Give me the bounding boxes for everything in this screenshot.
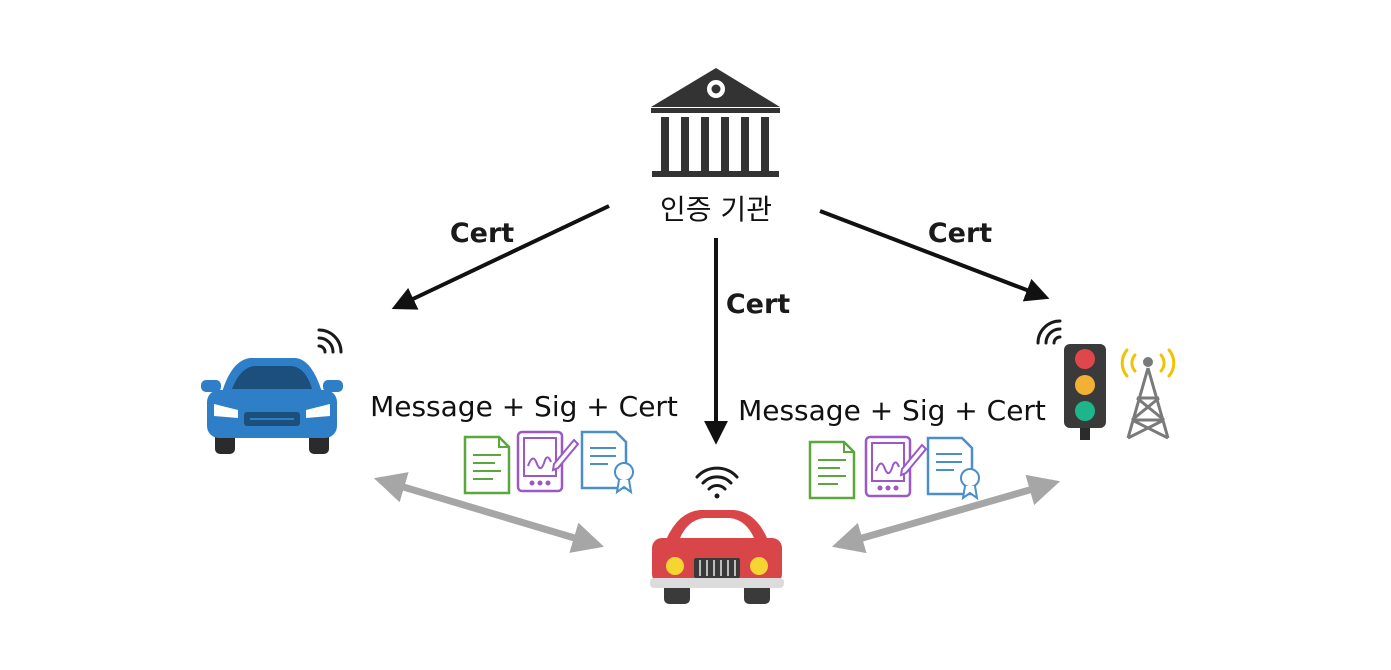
v2i-exchange-arrow	[831, 474, 1061, 554]
bank-building-icon	[651, 68, 780, 177]
v2v-exchange-arrow	[373, 472, 605, 553]
signature-tablet-icon	[864, 435, 928, 498]
traffic-light-icon	[1064, 344, 1106, 440]
message-label-right: Message + Sig + Cert	[738, 394, 1046, 427]
cert-arrow-right	[819, 209, 1050, 302]
blue-car-icon	[201, 358, 343, 454]
cert-label-left: Cert	[450, 218, 514, 249]
cert-label-right: Cert	[928, 218, 992, 249]
message-label-left: Message + Sig + Cert	[370, 390, 678, 423]
wifi-signal-icon	[695, 466, 739, 499]
signature-tablet-icon	[516, 430, 580, 493]
message-document-icon	[463, 435, 511, 495]
message-document-icon	[808, 440, 856, 500]
wifi-signal-icon	[317, 328, 343, 354]
red-car-icon	[650, 510, 784, 604]
cert-label-center: Cert	[726, 289, 790, 320]
cert-arrow-left	[391, 204, 610, 310]
certificate-document-icon	[926, 436, 980, 501]
radio-tower-icon	[1120, 348, 1176, 440]
wifi-signal-icon	[1036, 319, 1062, 345]
certificate-document-icon	[580, 430, 634, 495]
authority-label: 인증 기관	[660, 193, 772, 226]
